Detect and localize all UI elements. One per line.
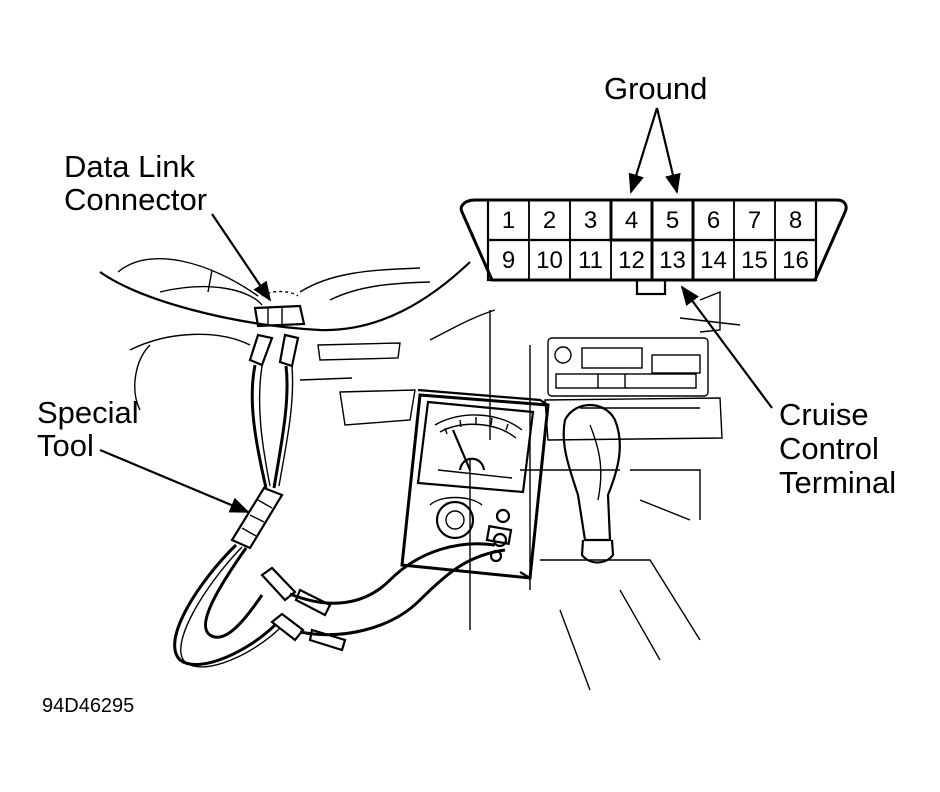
- connector-key-tab: [635, 278, 667, 296]
- pin-label-1: 1: [502, 207, 515, 234]
- radio-panel: [547, 337, 709, 397]
- pin-label-8: 8: [789, 207, 802, 234]
- pin-label-7: 7: [748, 207, 761, 234]
- data-link-connector-small: [253, 290, 306, 328]
- cruise-label-line3: Terminal: [779, 465, 896, 500]
- meter-needle: [451, 429, 472, 471]
- ground-arrow-pin5: [655, 107, 681, 194]
- gear-shifter: [562, 404, 621, 542]
- pin-label-10: 10: [536, 247, 563, 274]
- cruise-control-arrow: [680, 285, 773, 409]
- pin-label-6: 6: [707, 207, 720, 234]
- pin-label-9: 9: [502, 247, 515, 274]
- special-tool-label-line1: Special: [37, 395, 139, 430]
- analog-multimeter: [400, 388, 550, 580]
- ground-label: Ground: [604, 71, 707, 106]
- pin-label-11: 11: [578, 247, 603, 274]
- figure-code: 94D46295: [42, 695, 134, 717]
- pin-cell-16: [774, 239, 817, 281]
- pin-label-16: 16: [782, 247, 809, 274]
- pin-label-14: 14: [700, 247, 727, 274]
- pin-label-12: 12: [618, 247, 645, 274]
- special-tool-arrow: [99, 448, 250, 514]
- special-tool-label-line2: Tool: [37, 428, 94, 463]
- data-link-label-line2: Connector: [64, 182, 207, 217]
- data-link-label-line1: Data Link: [64, 149, 195, 184]
- cruise-label-line2: Control: [779, 431, 879, 466]
- pin-label-3: 3: [584, 207, 597, 234]
- range-knob: [435, 500, 475, 540]
- pin-label-2: 2: [543, 207, 556, 234]
- pin-label-15: 15: [741, 247, 768, 274]
- ground-arrow-pin4: [628, 107, 659, 194]
- callout-arrows: [99, 107, 773, 514]
- data-link-arrow: [211, 213, 272, 302]
- pin-label-13: 13: [659, 247, 686, 274]
- meter-dial: [416, 400, 535, 494]
- special-tool-leads: [173, 333, 506, 668]
- steering-wheel-rim: [99, 261, 471, 332]
- pin-label-4: 4: [625, 207, 638, 234]
- pin-label-5: 5: [666, 207, 679, 234]
- cruise-label-line1: Cruise: [779, 397, 869, 432]
